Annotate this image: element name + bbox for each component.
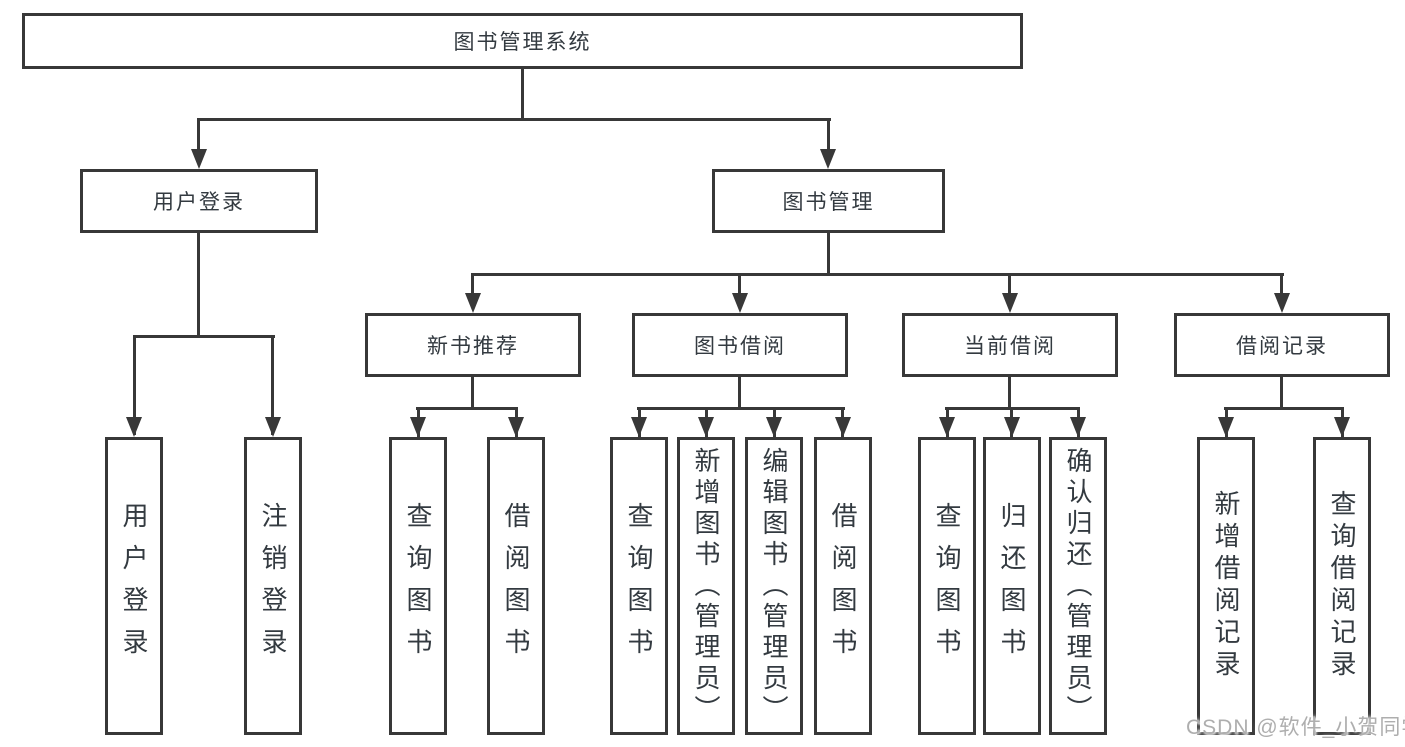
leaf-label: 确认归还（管理员） (1063, 446, 1093, 726)
leaf-query-books-borrowing: 查询图书 (610, 437, 668, 735)
node-label: 图书管理系统 (453, 31, 592, 54)
csdn-watermark: CSDN @软件_小贺同学 (1186, 716, 1405, 739)
connector-line (637, 407, 845, 410)
arrow-down-icon (631, 417, 647, 437)
leaf-label: 查询借阅记录 (1327, 490, 1357, 682)
leaf-confirm-return-admin: 确认归还（管理员） (1049, 437, 1107, 735)
arrow-down-icon (126, 417, 142, 437)
leaf-label: 用户登录 (119, 502, 149, 670)
arrow-down-icon (1334, 417, 1350, 437)
leaf-label: 归还图书 (997, 502, 1027, 670)
leaf-user-login: 用户登录 (105, 437, 163, 735)
connector-line (197, 233, 200, 338)
arrow-down-icon (820, 149, 836, 169)
connector-line (471, 273, 474, 298)
leaf-label: 新增借阅记录 (1211, 490, 1241, 682)
connector-line (827, 118, 830, 152)
leaf-label: 借阅图书 (828, 502, 858, 670)
connector-line (133, 335, 275, 338)
leaf-borrow-books-recommend: 借阅图书 (487, 437, 545, 735)
leaf-edit-book-admin: 编辑图书（管理员） (745, 437, 803, 735)
connector-line (133, 335, 136, 435)
leaf-label: 查询图书 (932, 502, 962, 670)
node-book-borrowing: 图书借阅 (632, 313, 848, 377)
node-label: 用户登录 (153, 191, 245, 214)
arrow-down-icon (465, 293, 481, 313)
leaf-label: 编辑图书（管理员） (759, 446, 789, 726)
arrow-down-icon (698, 417, 714, 437)
node-label: 借阅记录 (1236, 335, 1328, 358)
connector-line (738, 273, 741, 298)
leaf-borrow-books-borrowing: 借阅图书 (814, 437, 872, 735)
leaf-label: 注销登录 (258, 502, 288, 670)
connector-line (197, 118, 831, 121)
connector-line (471, 377, 474, 410)
connector-line (1008, 377, 1011, 410)
arrow-down-icon (766, 417, 782, 437)
connector-line (471, 273, 1284, 276)
connector-line (416, 407, 518, 410)
leaf-label: 查询图书 (624, 502, 654, 670)
node-label: 图书管理 (782, 191, 875, 214)
arrow-down-icon (732, 293, 748, 313)
arrow-down-icon (1274, 293, 1290, 313)
connector-line (738, 377, 741, 410)
leaf-return-book: 归还图书 (983, 437, 1041, 735)
leaf-query-books-current: 查询图书 (918, 437, 976, 735)
arrow-down-icon (1002, 293, 1018, 313)
leaf-logout: 注销登录 (244, 437, 302, 735)
arrow-down-icon (835, 417, 851, 437)
node-root-library-system: 图书管理系统 (22, 13, 1023, 69)
leaf-label: 新增图书（管理员） (691, 446, 721, 726)
connector-line (271, 335, 274, 435)
node-label: 当前借阅 (964, 335, 1056, 358)
node-label: 图书借阅 (694, 335, 786, 358)
arrow-down-icon (1218, 417, 1234, 437)
leaf-label: 查询图书 (403, 502, 433, 670)
connector-line (1280, 377, 1283, 410)
connector-line (521, 69, 524, 121)
connector-line (1008, 273, 1011, 298)
node-label: 新书推荐 (427, 335, 519, 358)
leaf-query-books-recommend: 查询图书 (389, 437, 447, 735)
node-book-management: 图书管理 (712, 169, 945, 233)
arrow-down-icon (410, 417, 426, 437)
node-borrowing-records: 借阅记录 (1174, 313, 1390, 377)
connector-line (197, 118, 200, 152)
leaf-add-borrow-record: 新增借阅记录 (1197, 437, 1255, 735)
connector-line (1280, 273, 1283, 298)
node-new-book-recommend: 新书推荐 (365, 313, 581, 377)
connector-line (827, 233, 830, 276)
node-current-borrowing: 当前借阅 (902, 313, 1118, 377)
leaf-query-borrow-record: 查询借阅记录 (1313, 437, 1371, 735)
arrow-down-icon (191, 149, 207, 169)
node-user-login: 用户登录 (80, 169, 318, 233)
leaf-label: 借阅图书 (501, 502, 531, 670)
arrow-down-icon (1004, 417, 1020, 437)
arrow-down-icon (265, 417, 281, 437)
leaf-add-book-admin: 新增图书（管理员） (677, 437, 735, 735)
arrow-down-icon (508, 417, 524, 437)
arrow-down-icon (939, 417, 955, 437)
connector-line (1224, 407, 1344, 410)
arrow-down-icon (1070, 417, 1086, 437)
